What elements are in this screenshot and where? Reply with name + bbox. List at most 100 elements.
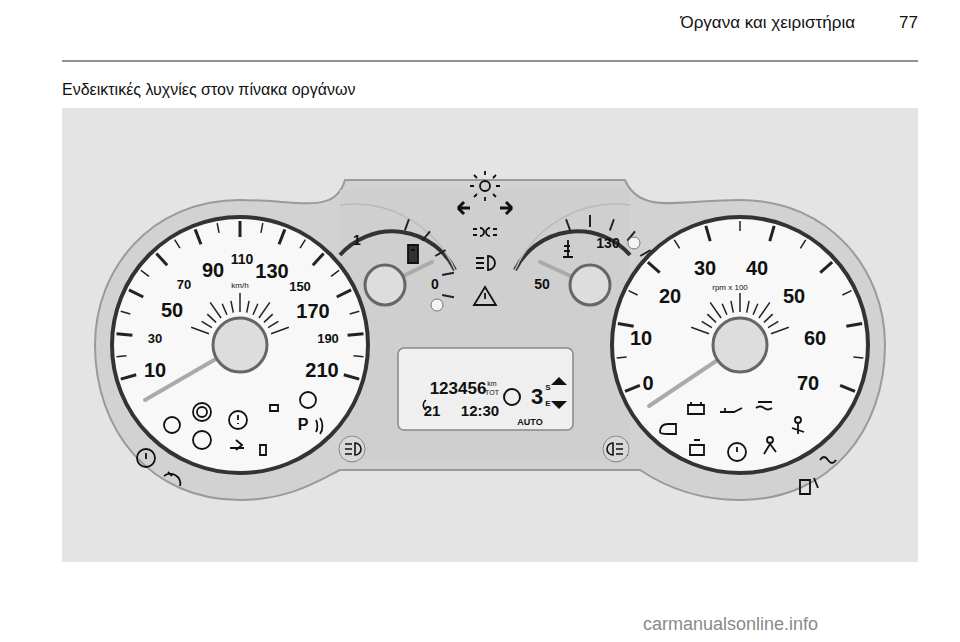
- gauge-tick: [422, 231, 430, 240]
- rpm-scale: 50: [783, 286, 805, 306]
- gauge-tick: [435, 250, 445, 256]
- rpm-unit: rpm x 100: [712, 284, 748, 292]
- gauge-tick: [222, 304, 227, 315]
- gauge-tick: [770, 226, 774, 241]
- needle-hub: [713, 318, 767, 372]
- gauge-tick: [731, 301, 733, 313]
- fuel-arc: [340, 231, 455, 270]
- gauge-tick: [566, 219, 570, 230]
- gauge-tick: [121, 311, 131, 314]
- needle-hub: [213, 318, 267, 372]
- indicator-dot: [628, 237, 640, 249]
- gauge-tick: [191, 327, 209, 333]
- speed-unit: km/h: [231, 282, 248, 290]
- gauge-tick: [800, 240, 805, 248]
- watermark: carmanualsonline.info: [643, 615, 818, 633]
- speed-scale: 150: [289, 280, 311, 293]
- gauge-tick: [350, 311, 360, 314]
- gauge-tick: [771, 327, 789, 333]
- gauge-tick: [722, 304, 727, 315]
- center-panel: [340, 190, 630, 460]
- gauge-tick: [217, 223, 219, 233]
- indicator-dot: [431, 299, 443, 311]
- gear-mode: E: [545, 400, 550, 408]
- gauge-tick: [264, 314, 273, 322]
- gauge-tick: [617, 357, 627, 358]
- temp-bezel: [515, 204, 630, 270]
- gauge-tick: [271, 327, 289, 333]
- rpm-scale: 30: [694, 258, 716, 278]
- gauge-tick: [239, 221, 242, 237]
- gauge-tick: [648, 262, 660, 273]
- gauge-tick: [202, 321, 212, 327]
- header-rule: [62, 61, 918, 62]
- gauge-tick: [640, 250, 650, 256]
- tachometer-face: [612, 217, 868, 473]
- gauge-tick: [629, 291, 638, 295]
- gauge-tick: [117, 355, 127, 357]
- gauge-tick: [210, 302, 221, 318]
- speed-scale: 110: [231, 252, 254, 266]
- gear-mode: S: [545, 384, 550, 392]
- gauge-tick: [337, 290, 351, 297]
- start-stop-icon: [504, 389, 520, 405]
- speed-scale: 210: [305, 360, 338, 380]
- gauge-tick: [253, 304, 258, 315]
- gauge-tick: [313, 253, 324, 265]
- gauge-tick: [300, 240, 305, 248]
- rpm-scale: 10: [630, 328, 652, 348]
- speed-scale: 70: [177, 278, 191, 291]
- speed-scale: 190: [317, 332, 339, 345]
- tachometer-icons: [660, 402, 836, 494]
- gauge-tick: [279, 229, 285, 244]
- speedometer-face: [112, 217, 368, 473]
- rpm-scale: 40: [746, 258, 768, 278]
- gauge-tick: [739, 293, 741, 312]
- needle-hub: [570, 265, 610, 305]
- gauge-tick: [268, 321, 278, 327]
- gauge-tick: [442, 295, 454, 297]
- gauge-tick: [853, 357, 863, 358]
- gauge-tick: [353, 355, 363, 357]
- display-panel: [398, 348, 573, 430]
- odometer: 123456: [430, 380, 487, 397]
- gauge-tick: [768, 321, 778, 327]
- gauge-tick: [702, 321, 712, 327]
- gauge-tick: [261, 223, 263, 233]
- speed-scale: 10: [144, 360, 166, 380]
- gauge-tick: [618, 323, 634, 326]
- gear-arrows: [551, 377, 567, 409]
- gauge-tick: [820, 262, 832, 273]
- gauge-tick: [175, 240, 180, 248]
- speed-scale: 90: [202, 260, 224, 280]
- gauge-tick: [840, 385, 855, 391]
- fuel-scale: 0: [431, 277, 439, 291]
- gauge-tick: [195, 229, 201, 244]
- gear-mode: AUTO: [517, 418, 542, 427]
- speed-scale: 50: [161, 300, 183, 320]
- gauge-tick: [121, 375, 136, 379]
- gauge-tick: [129, 290, 143, 297]
- gauge-tick: [156, 253, 167, 265]
- needle-hub: [365, 265, 405, 305]
- speed-scale: 30: [148, 332, 162, 345]
- fuel-bezel: [340, 204, 455, 270]
- warning-icons-overlay: [345, 443, 623, 455]
- lamp-bezel: [339, 436, 365, 462]
- gauge-tick: [231, 301, 233, 313]
- clock: 12:30: [461, 403, 499, 418]
- section-title: Ενδεικτικές λυχνίες στον πίνακα οργάνων: [62, 82, 355, 98]
- gauge-tick: [247, 301, 249, 313]
- lamp-bezel: [603, 436, 629, 462]
- rpm-scale: 60: [804, 328, 826, 348]
- gauge-tick: [710, 302, 721, 318]
- speedometer-icons: [137, 392, 322, 486]
- gauge-tick: [589, 215, 591, 227]
- gauge-tick: [846, 323, 862, 326]
- gauge-tick: [442, 273, 454, 275]
- gauge-tick: [707, 314, 716, 322]
- illustration-ground: [62, 108, 918, 562]
- rpm-scale: 70: [797, 373, 819, 393]
- gauge-tick: [141, 270, 149, 276]
- rpm-scale: 0: [642, 373, 653, 393]
